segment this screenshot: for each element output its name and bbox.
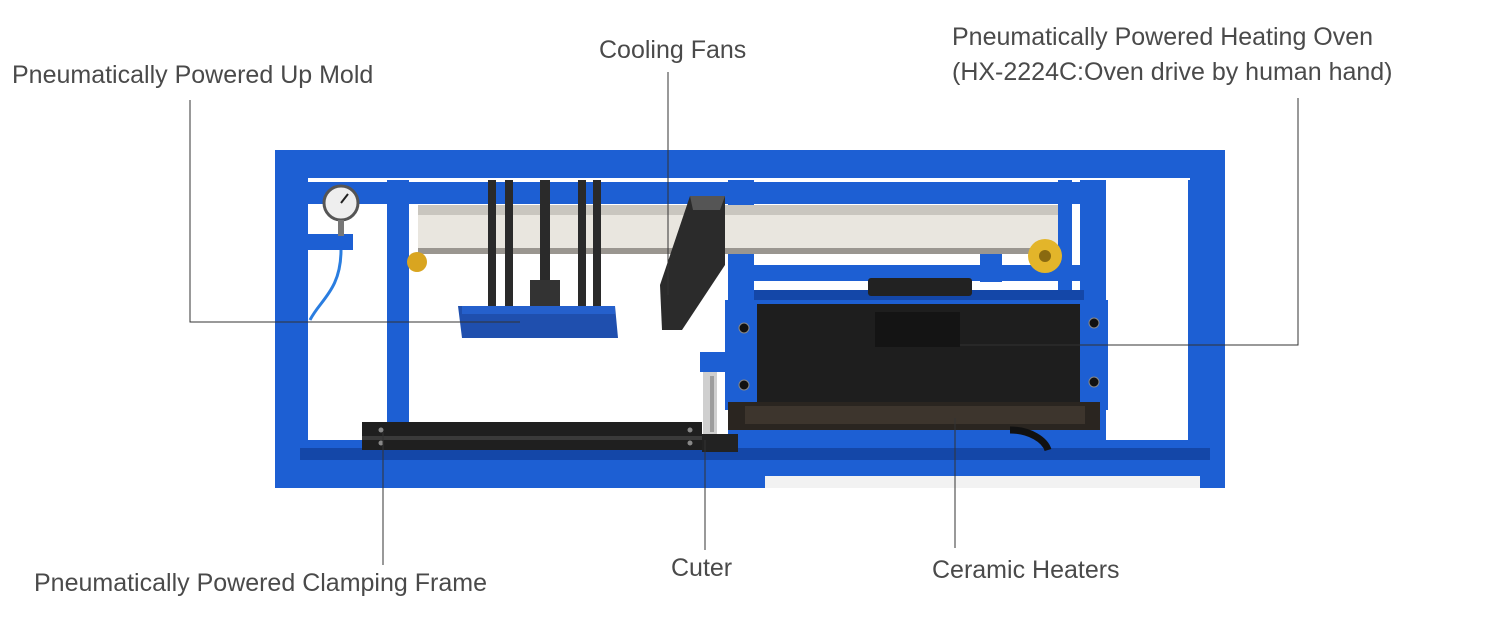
pressure-gauge [305, 184, 360, 321]
heating-oven [725, 278, 1108, 452]
label-cooling-fans: Cooling Fans [599, 36, 747, 64]
leader-heating-oven [960, 98, 1299, 346]
label-up-mold: Pneumatically Powered Up Mold [12, 61, 374, 89]
cutter [700, 352, 726, 434]
oven-track [407, 205, 1062, 273]
label-ceramic-heaters: Ceramic Heaters [932, 556, 1120, 584]
label-heating-oven-line1: Pneumatically Powered Heating Oven [952, 23, 1374, 51]
label-heating-oven-line2: (HX-2224C:Oven drive by human hand) [952, 58, 1393, 86]
label-cutter: Cuter [671, 554, 733, 582]
label-clamping-frame: Pneumatically Powered Clamping Frame [34, 569, 487, 597]
leader-lines [189, 72, 1299, 565]
label-heating-oven: Pneumatically Powered Heating Oven (HX-2… [952, 20, 1393, 90]
clamping-frame [362, 422, 738, 452]
up-mold-assembly [458, 180, 618, 338]
cooling-fan-duct [660, 196, 725, 330]
leader-up-mold [189, 100, 520, 323]
